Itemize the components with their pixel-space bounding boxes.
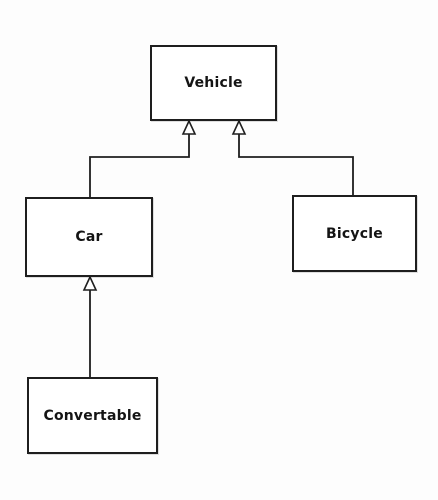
- vehicle-class-label: Vehicle: [184, 75, 243, 91]
- vehicle-class-box: Vehicle: [150, 45, 277, 121]
- bicycle-to-vehicle-connector: [238, 134, 354, 195]
- convertible-class-label: Convertable: [43, 407, 142, 424]
- bicycle-class-box: Bicycle: [292, 195, 417, 272]
- car-to-vehicle-arrowhead: [181, 119, 197, 135]
- bicycle-to-vehicle-arrowhead: [231, 119, 247, 135]
- car-to-vehicle-connector: [89, 134, 190, 197]
- bicycle-class-label: Bicycle: [326, 225, 383, 242]
- car-class-label: Car: [75, 229, 103, 245]
- convertible-to-car-arrowhead: [82, 275, 98, 291]
- convertible-class-box: Convertable: [27, 377, 158, 454]
- car-class-box: Car: [25, 197, 153, 277]
